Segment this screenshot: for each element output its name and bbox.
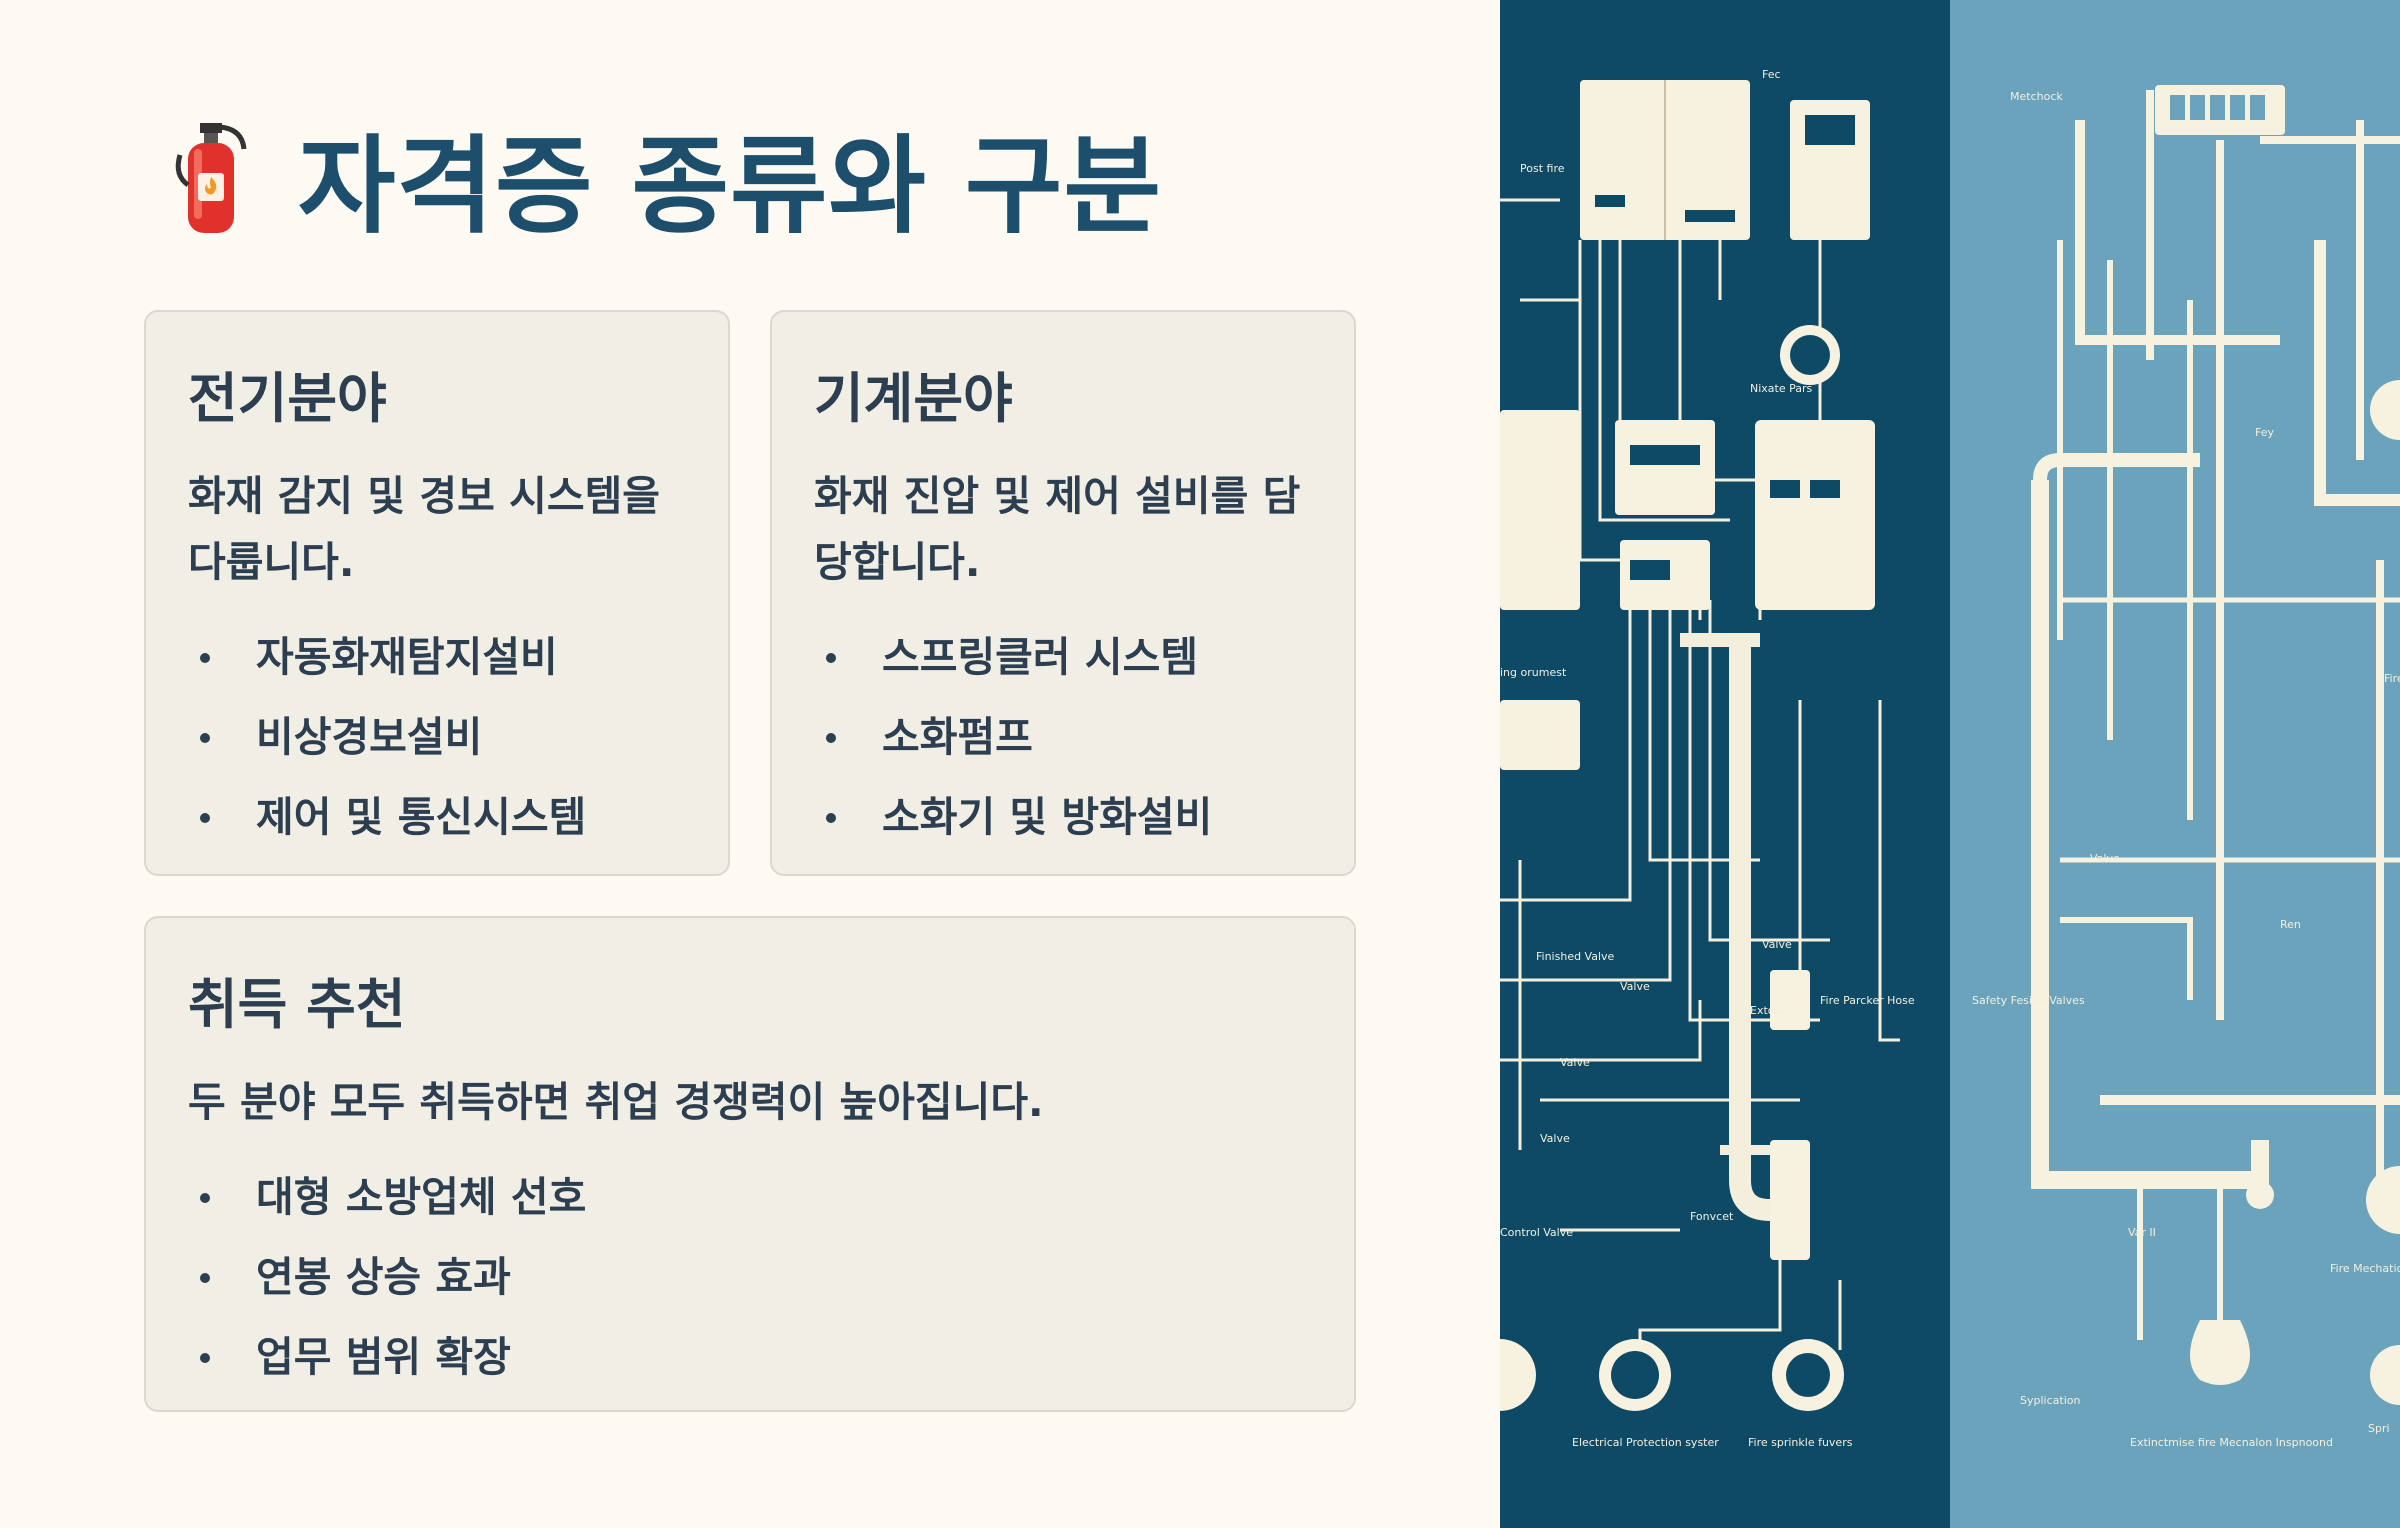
card-description: 두 분야 모두 취득하면 취업 경쟁력이 높아집니다. <box>188 1078 1044 1126</box>
bullet-list: 스프링클러 시스템 소화펌프 소화기 및 방화설비 <box>814 617 1312 857</box>
schematic-label: Fire sprinkle fuvers <box>1748 1436 1853 1449</box>
schematic-label: Metchock <box>2010 90 2063 103</box>
list-item: 대형 소방업체 선호 <box>188 1157 1312 1237</box>
schematic-label: Fire Parcker Hose <box>1820 994 1915 1007</box>
schematic-label: Fonvcet <box>1690 1210 1734 1223</box>
list-item: 자동화재탐지설비 <box>188 617 686 697</box>
schematic-label: Ren <box>2280 918 2301 931</box>
mechanical-field-card: 기계분야 화재 진압 및 제어 설비를 담당합니다. 스프링클러 시스템 소화펌… <box>770 310 1356 876</box>
card-heading: 기계분야 <box>814 367 1013 430</box>
card-description: 화재 감지 및 경보 시스템을 다룹니다. <box>188 472 661 586</box>
schematic-label: Nixate Pars <box>1750 382 1813 395</box>
schematic-label: Valve <box>1560 1056 1590 1069</box>
schematic-label: Post fire <box>1520 162 1565 175</box>
list-item: 소화펌프 <box>814 697 1312 777</box>
card-heading: 전기분야 <box>188 367 387 430</box>
bullet-list: 자동화재탐지설비 비상경보설비 제어 및 통신시스템 <box>188 617 686 857</box>
list-item: 소화기 및 방화설비 <box>814 777 1312 857</box>
schematic-label: Electrical Protection syster <box>1572 1436 1719 1449</box>
schematic-label: Valve <box>1620 980 1650 993</box>
schematic-label: Var II <box>2128 1226 2156 1239</box>
title-text: 자격증 종류와 구분 <box>298 125 1162 248</box>
schematic-label: Extinctmise fire Mecnalon Inspnoond <box>2130 1436 2333 1449</box>
card-heading: 취득 추천 <box>188 973 406 1036</box>
schematic-label: Finished Valve <box>1536 950 1615 963</box>
fire-extinguisher-icon <box>170 115 250 239</box>
schematic-label: Syplication <box>2020 1394 2080 1407</box>
content-panel: 자격증 종류와 구분 전기분야 화재 감지 및 경보 시스템을 다룹니다. 자동… <box>144 112 1356 1412</box>
list-item: 업무 범위 확장 <box>188 1317 1312 1397</box>
schematic-label: Safety Feside Valves <box>1972 994 2085 1007</box>
list-item: 스프링클러 시스템 <box>814 617 1312 697</box>
recommendation-card: 취득 추천 두 분야 모두 취득하면 취업 경쟁력이 높아집니다. 대형 소방업… <box>144 916 1356 1412</box>
schematic-label: Valve <box>2090 852 2120 865</box>
schematic-label: ing orumest <box>1500 666 1567 679</box>
schematic-label: Valve <box>1540 1132 1570 1145</box>
schematic-label: Extow <box>1750 1004 1784 1017</box>
schematic-label: Control Valve <box>1500 1226 1573 1239</box>
bullet-list: 대형 소방업체 선호 연봉 상승 효과 업무 범위 확장 <box>188 1157 1312 1397</box>
schematic-label: Fire <box>2384 672 2400 685</box>
electric-field-card: 전기분야 화재 감지 및 경보 시스템을 다룹니다. 자동화재탐지설비 비상경보… <box>144 310 730 876</box>
schematic-label: Fire Mechatics <box>2330 1262 2400 1275</box>
list-item: 비상경보설비 <box>188 697 686 777</box>
card-description: 화재 진압 및 제어 설비를 담당합니다. <box>814 472 1301 586</box>
list-item: 연봉 상승 효과 <box>188 1237 1312 1317</box>
schematic-label: Valve <box>1762 938 1792 951</box>
schematic-label: Spri <box>2368 1422 2390 1435</box>
schematic-label: Fec <box>1762 68 1781 81</box>
schematic-label: Fey <box>2255 426 2274 439</box>
list-item: 제어 및 통신시스템 <box>188 777 686 857</box>
fire-system-schematic-illustration: Fec Post fire Metchock Nixate Pars Fire … <box>1500 0 2400 1528</box>
page-title: 자격증 종류와 구분 <box>170 112 1162 248</box>
